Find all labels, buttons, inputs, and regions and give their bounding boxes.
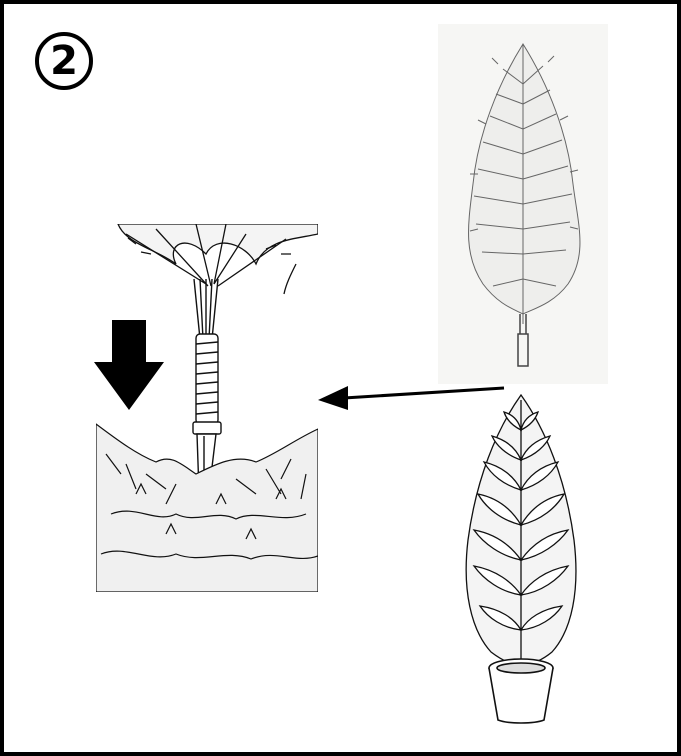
flower-pot [489,659,553,723]
bundled-stems [193,279,221,492]
tree-sketch-illustration [438,24,608,384]
down-arrow-icon [94,320,164,410]
potted-plant-drawing [456,390,586,730]
potted-plant-illustration [456,390,586,730]
step-number: 2 [50,41,78,81]
step-number-badge: 2 [35,32,93,90]
tree-sketch-drawing [438,24,608,384]
potted-plant-foliage [466,395,576,668]
tree-sketch-foliage [469,44,580,324]
